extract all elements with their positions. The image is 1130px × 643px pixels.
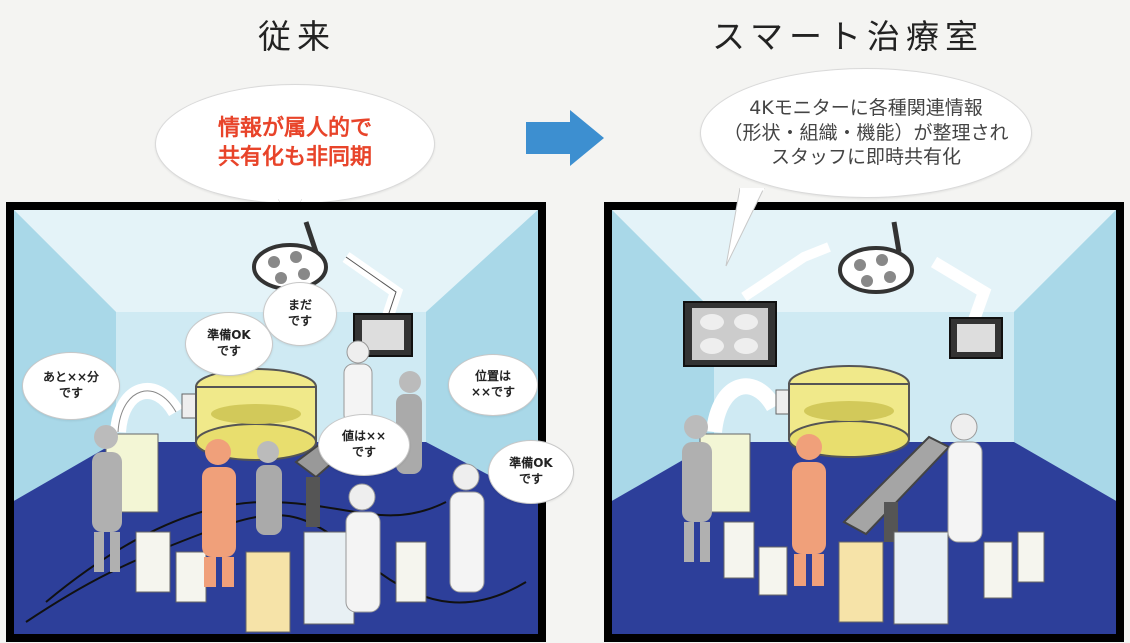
right-arrow-icon bbox=[526, 110, 604, 166]
conventional-operating-room-illustration bbox=[6, 202, 546, 642]
speech-text: です bbox=[216, 344, 241, 358]
right-bubble-line1: 4Kモニターに各種関連情報 bbox=[749, 96, 983, 119]
speech-text: です bbox=[287, 314, 312, 328]
speech-text: あと××分 bbox=[42, 370, 100, 385]
title-smart-room: スマート治療室 bbox=[712, 17, 985, 56]
right-thought-bubble: 4Kモニターに各種関連情報 （形状・組織・機能）が整理され スタッフに即時共有化 bbox=[700, 68, 1032, 198]
right-bubble-line2: （形状・組織・機能）が整理され bbox=[723, 121, 1009, 144]
speech-bubble-ichi: 位置は ××です bbox=[448, 354, 538, 416]
speech-text: です bbox=[351, 445, 376, 459]
speech-text: です bbox=[518, 472, 543, 486]
speech-bubble-atai: 値は×× です bbox=[318, 414, 410, 476]
staff-figure-orange bbox=[792, 434, 826, 586]
speech-text: ××です bbox=[470, 385, 516, 399]
speech-text: 準備OK bbox=[207, 328, 251, 343]
smart-operating-room-illustration bbox=[604, 202, 1124, 642]
4k-monitor-icon bbox=[683, 301, 777, 367]
speech-bubble-ato-xx-fun: あと××分 です bbox=[22, 352, 120, 420]
speech-bubble-mada: まだ です bbox=[263, 282, 337, 346]
right-bubble-tail bbox=[725, 188, 765, 267]
right-bubble-line3: スタッフに即時共有化 bbox=[770, 146, 961, 169]
surgical-light-icon bbox=[838, 221, 914, 294]
staff-figure-orange bbox=[202, 439, 236, 587]
staff-figure-white-3 bbox=[449, 463, 485, 593]
speech-text: まだ bbox=[287, 298, 312, 313]
left-bubble-line2: 共有化も非同期 bbox=[217, 145, 372, 170]
speech-text: 値は×× bbox=[341, 429, 387, 444]
speech-text: 準備OK bbox=[509, 456, 553, 471]
speech-bubble-junbi-ok-1: 準備OK です bbox=[185, 312, 273, 376]
title-conventional: 従来 bbox=[258, 17, 336, 56]
staff-figure-white bbox=[947, 413, 983, 543]
left-thought-bubble: 情報が属人的で 共有化も非同期 bbox=[155, 84, 435, 204]
speech-text: です bbox=[58, 386, 83, 400]
staff-figure-gray-1 bbox=[92, 425, 122, 572]
left-bubble-line1: 情報が属人的で bbox=[217, 116, 372, 142]
speech-text: 位置は bbox=[474, 369, 511, 384]
speech-bubble-junbi-ok-2: 準備OK です bbox=[488, 440, 574, 504]
staff-figure-gray bbox=[682, 415, 712, 562]
staff-figure-gray-2 bbox=[256, 441, 282, 535]
staff-figure-white-2 bbox=[345, 483, 381, 613]
staff-figure-white-1 bbox=[343, 340, 373, 425]
